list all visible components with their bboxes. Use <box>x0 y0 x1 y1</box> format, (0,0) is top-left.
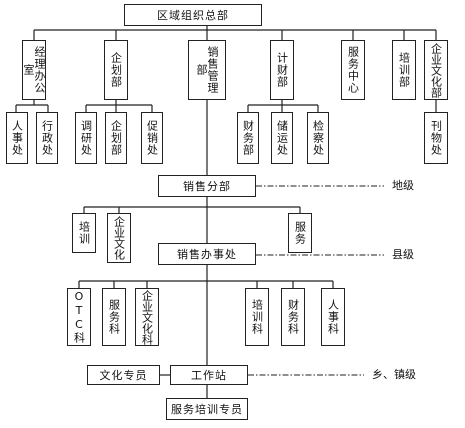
sub-planning: 企划部 <box>105 112 127 164</box>
sub-publication: 刊物处 <box>424 112 448 164</box>
branch-unit-training: 培训 <box>72 213 96 253</box>
sub-research: 调研处 <box>75 112 97 164</box>
sub-personnel: 人事处 <box>6 112 28 164</box>
dept-finance: 计财部 <box>270 40 294 100</box>
level-label-township: 乡、镇级 <box>370 368 418 381</box>
office-unit-culture: 企业文化科 <box>135 288 159 346</box>
level-label-county: 县级 <box>390 248 416 261</box>
sub-inspection: 检察处 <box>307 112 329 164</box>
sales-branch-node: 销售分部 <box>158 175 256 197</box>
office-unit-otc: OTC科 <box>67 288 91 346</box>
sub-promotion: 促销处 <box>141 112 163 164</box>
sub-logistics: 储运处 <box>271 112 293 164</box>
branch-unit-culture: 企业文化 <box>107 213 131 263</box>
office-unit-personnel: 人事科 <box>321 288 345 346</box>
office-unit-finance: 财务科 <box>281 288 305 346</box>
sub-administration: 行政处 <box>36 112 58 164</box>
sales-office-node: 销售办事处 <box>158 243 256 265</box>
work-station-node: 工作站 <box>170 365 248 385</box>
branch-unit-service: 服务 <box>288 213 312 253</box>
root-node: 区域组织总部 <box>124 4 262 26</box>
dept-sales-management: 销售管理部 <box>188 40 226 100</box>
office-unit-training: 培训科 <box>245 288 269 346</box>
service-training-officer-node: 服务培训专员 <box>166 398 248 420</box>
dept-culture: 企业文化部 <box>424 40 448 100</box>
sub-accounting: 财务部 <box>237 112 259 164</box>
level-label-prefecture: 地级 <box>390 179 416 192</box>
dept-planning: 企划部 <box>104 40 128 100</box>
dept-manager-office: 经理办公室 <box>22 40 46 100</box>
office-unit-service: 服务科 <box>102 288 126 346</box>
culture-officer-node: 文化专员 <box>87 365 160 385</box>
dept-training: 培训部 <box>392 40 416 100</box>
dept-service-center: 服务中心 <box>341 40 365 100</box>
